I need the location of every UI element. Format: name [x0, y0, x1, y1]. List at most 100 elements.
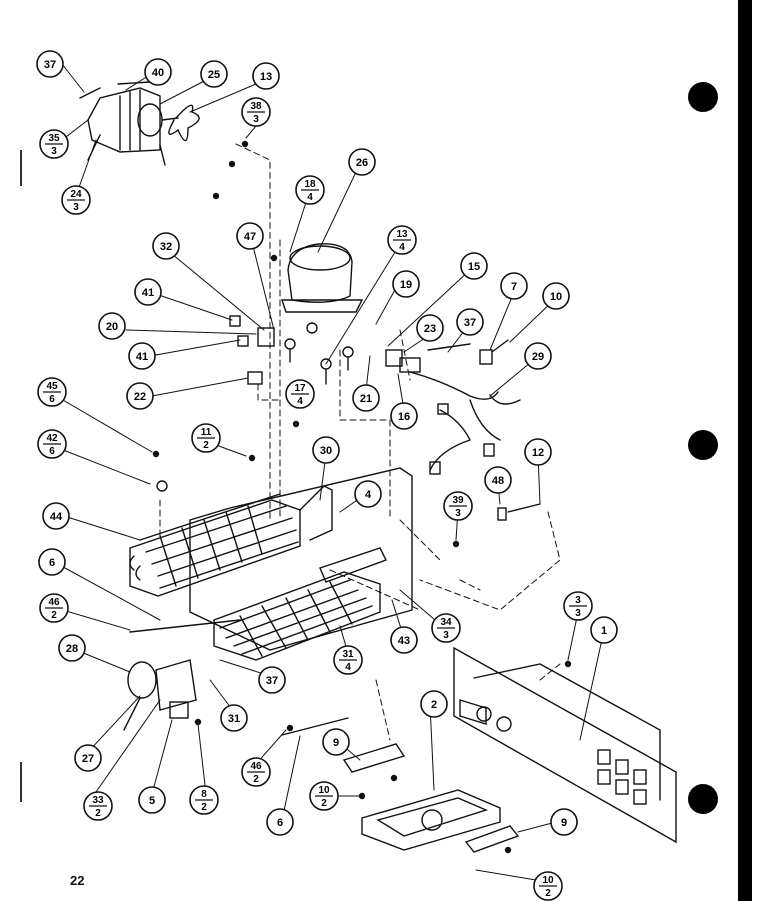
- callout-c4: 4: [354, 480, 382, 508]
- callout-c6b: 6: [266, 808, 294, 836]
- callout-circle: [354, 480, 382, 508]
- callout-c19: 19: [392, 270, 420, 298]
- fraction-numerator: 46: [48, 597, 60, 608]
- fraction-numerator: 38: [250, 101, 262, 112]
- callout-c9b: 9: [550, 808, 578, 836]
- page-edge-bar: [738, 0, 752, 901]
- binder-hole: [688, 82, 718, 112]
- callout-number: 41: [136, 351, 148, 363]
- fraction-numerator: 45: [46, 381, 58, 392]
- fraction-callout-f31_4: 314: [333, 645, 363, 675]
- callout-number: 12: [532, 447, 544, 459]
- callout-c31: 31: [220, 704, 248, 732]
- callout-c41a: 41: [134, 278, 162, 306]
- callout-c6a: 6: [38, 548, 66, 576]
- fraction-callout-f10_2a: 102: [309, 781, 339, 811]
- drain-tubes: [129, 503, 541, 736]
- callout-circle: [524, 342, 552, 370]
- callout-number: 16: [398, 411, 410, 423]
- callout-c37a: 37: [36, 50, 64, 78]
- callout-number: 10: [550, 291, 562, 303]
- callout-c37b: 37: [456, 308, 484, 336]
- callout-c48: 48: [484, 466, 512, 494]
- callout-c12: 12: [524, 438, 552, 466]
- callout-c22: 22: [126, 382, 154, 410]
- callout-c1: 1: [590, 616, 618, 644]
- callout-c29: 29: [524, 342, 552, 370]
- callout-circle: [456, 308, 484, 336]
- fraction-denominator: 3: [73, 202, 79, 213]
- callout-c28: 28: [58, 634, 86, 662]
- fraction-denominator: 3: [51, 146, 57, 157]
- fraction-numerator: 11: [201, 427, 212, 438]
- fraction-numerator: 33: [92, 795, 104, 806]
- fraction-callout-f18_4: 184: [295, 175, 325, 205]
- fraction-numerator: 34: [440, 617, 452, 628]
- callout-c21: 21: [352, 384, 380, 412]
- callout-number: 6: [49, 557, 55, 569]
- callout-number: 31: [228, 713, 240, 725]
- callout-number: 15: [468, 261, 480, 273]
- fraction-denominator: 6: [49, 394, 55, 405]
- callout-circle: [542, 282, 570, 310]
- callout-circle: [258, 666, 286, 694]
- callout-number: 37: [266, 675, 278, 687]
- callout-number: 47: [244, 231, 256, 243]
- fan-motor-assembly: [79, 81, 200, 166]
- callout-c15: 15: [460, 252, 488, 280]
- fraction-callout-f35_3: 353: [39, 129, 69, 159]
- fraction-denominator: 2: [545, 888, 551, 899]
- fraction-denominator: 4: [345, 662, 351, 673]
- callout-number: 21: [360, 393, 372, 405]
- fraction-numerator: 35: [48, 133, 60, 144]
- callout-number: 37: [44, 59, 56, 71]
- wire-harness: [385, 339, 521, 475]
- callout-number: 7: [511, 281, 517, 293]
- callout-number: 6: [277, 817, 283, 829]
- callout-circle: [390, 626, 418, 654]
- callout-circle: [98, 312, 126, 340]
- callout-circle: [322, 728, 350, 756]
- callout-c13a: 13: [252, 62, 280, 90]
- callout-circle: [134, 278, 162, 306]
- callout-circle: [252, 62, 280, 90]
- margin-tick: [20, 762, 22, 802]
- callout-circle: [590, 616, 618, 644]
- callout-circle: [352, 384, 380, 412]
- condenser-coil-small: [213, 571, 381, 661]
- callout-circle: [460, 252, 488, 280]
- callout-c25: 25: [200, 60, 228, 88]
- callout-number: 43: [398, 635, 410, 647]
- callout-circle: [128, 342, 156, 370]
- callout-circle: [524, 438, 552, 466]
- callout-number: 9: [561, 817, 567, 829]
- callout-c16: 16: [390, 402, 418, 430]
- callout-circle: [312, 436, 340, 464]
- fraction-callout-f42_6: 426: [37, 429, 67, 459]
- callout-number: 29: [532, 351, 544, 363]
- fraction-numerator: 46: [250, 761, 262, 772]
- callout-number: 23: [424, 323, 436, 335]
- fraction-denominator: 6: [49, 446, 55, 457]
- fraction-callout-f46_2b: 462: [241, 757, 271, 787]
- fraction-numerator: 18: [304, 179, 316, 190]
- callout-c23: 23: [416, 314, 444, 342]
- fraction-denominator: 2: [51, 610, 57, 621]
- callout-circle: [420, 690, 448, 718]
- leader-lines: [53, 63, 605, 881]
- control-panel: [453, 646, 677, 844]
- fraction-numerator: 39: [452, 495, 464, 506]
- callout-circle: [220, 704, 248, 732]
- drain-pan: [361, 789, 501, 851]
- callout-c7: 7: [500, 272, 528, 300]
- fraction-denominator: 3: [575, 608, 581, 619]
- fraction-callout-f33_2: 332: [83, 791, 113, 821]
- fraction-denominator: 2: [95, 808, 101, 819]
- margin-tick: [20, 150, 22, 186]
- fraction-numerator: 10: [318, 785, 330, 796]
- callout-c10a: 10: [542, 282, 570, 310]
- callout-number: 40: [152, 67, 164, 79]
- fraction-callout-f11_2: 112: [191, 423, 221, 453]
- fraction-callout-f10_2b: 102: [533, 871, 563, 901]
